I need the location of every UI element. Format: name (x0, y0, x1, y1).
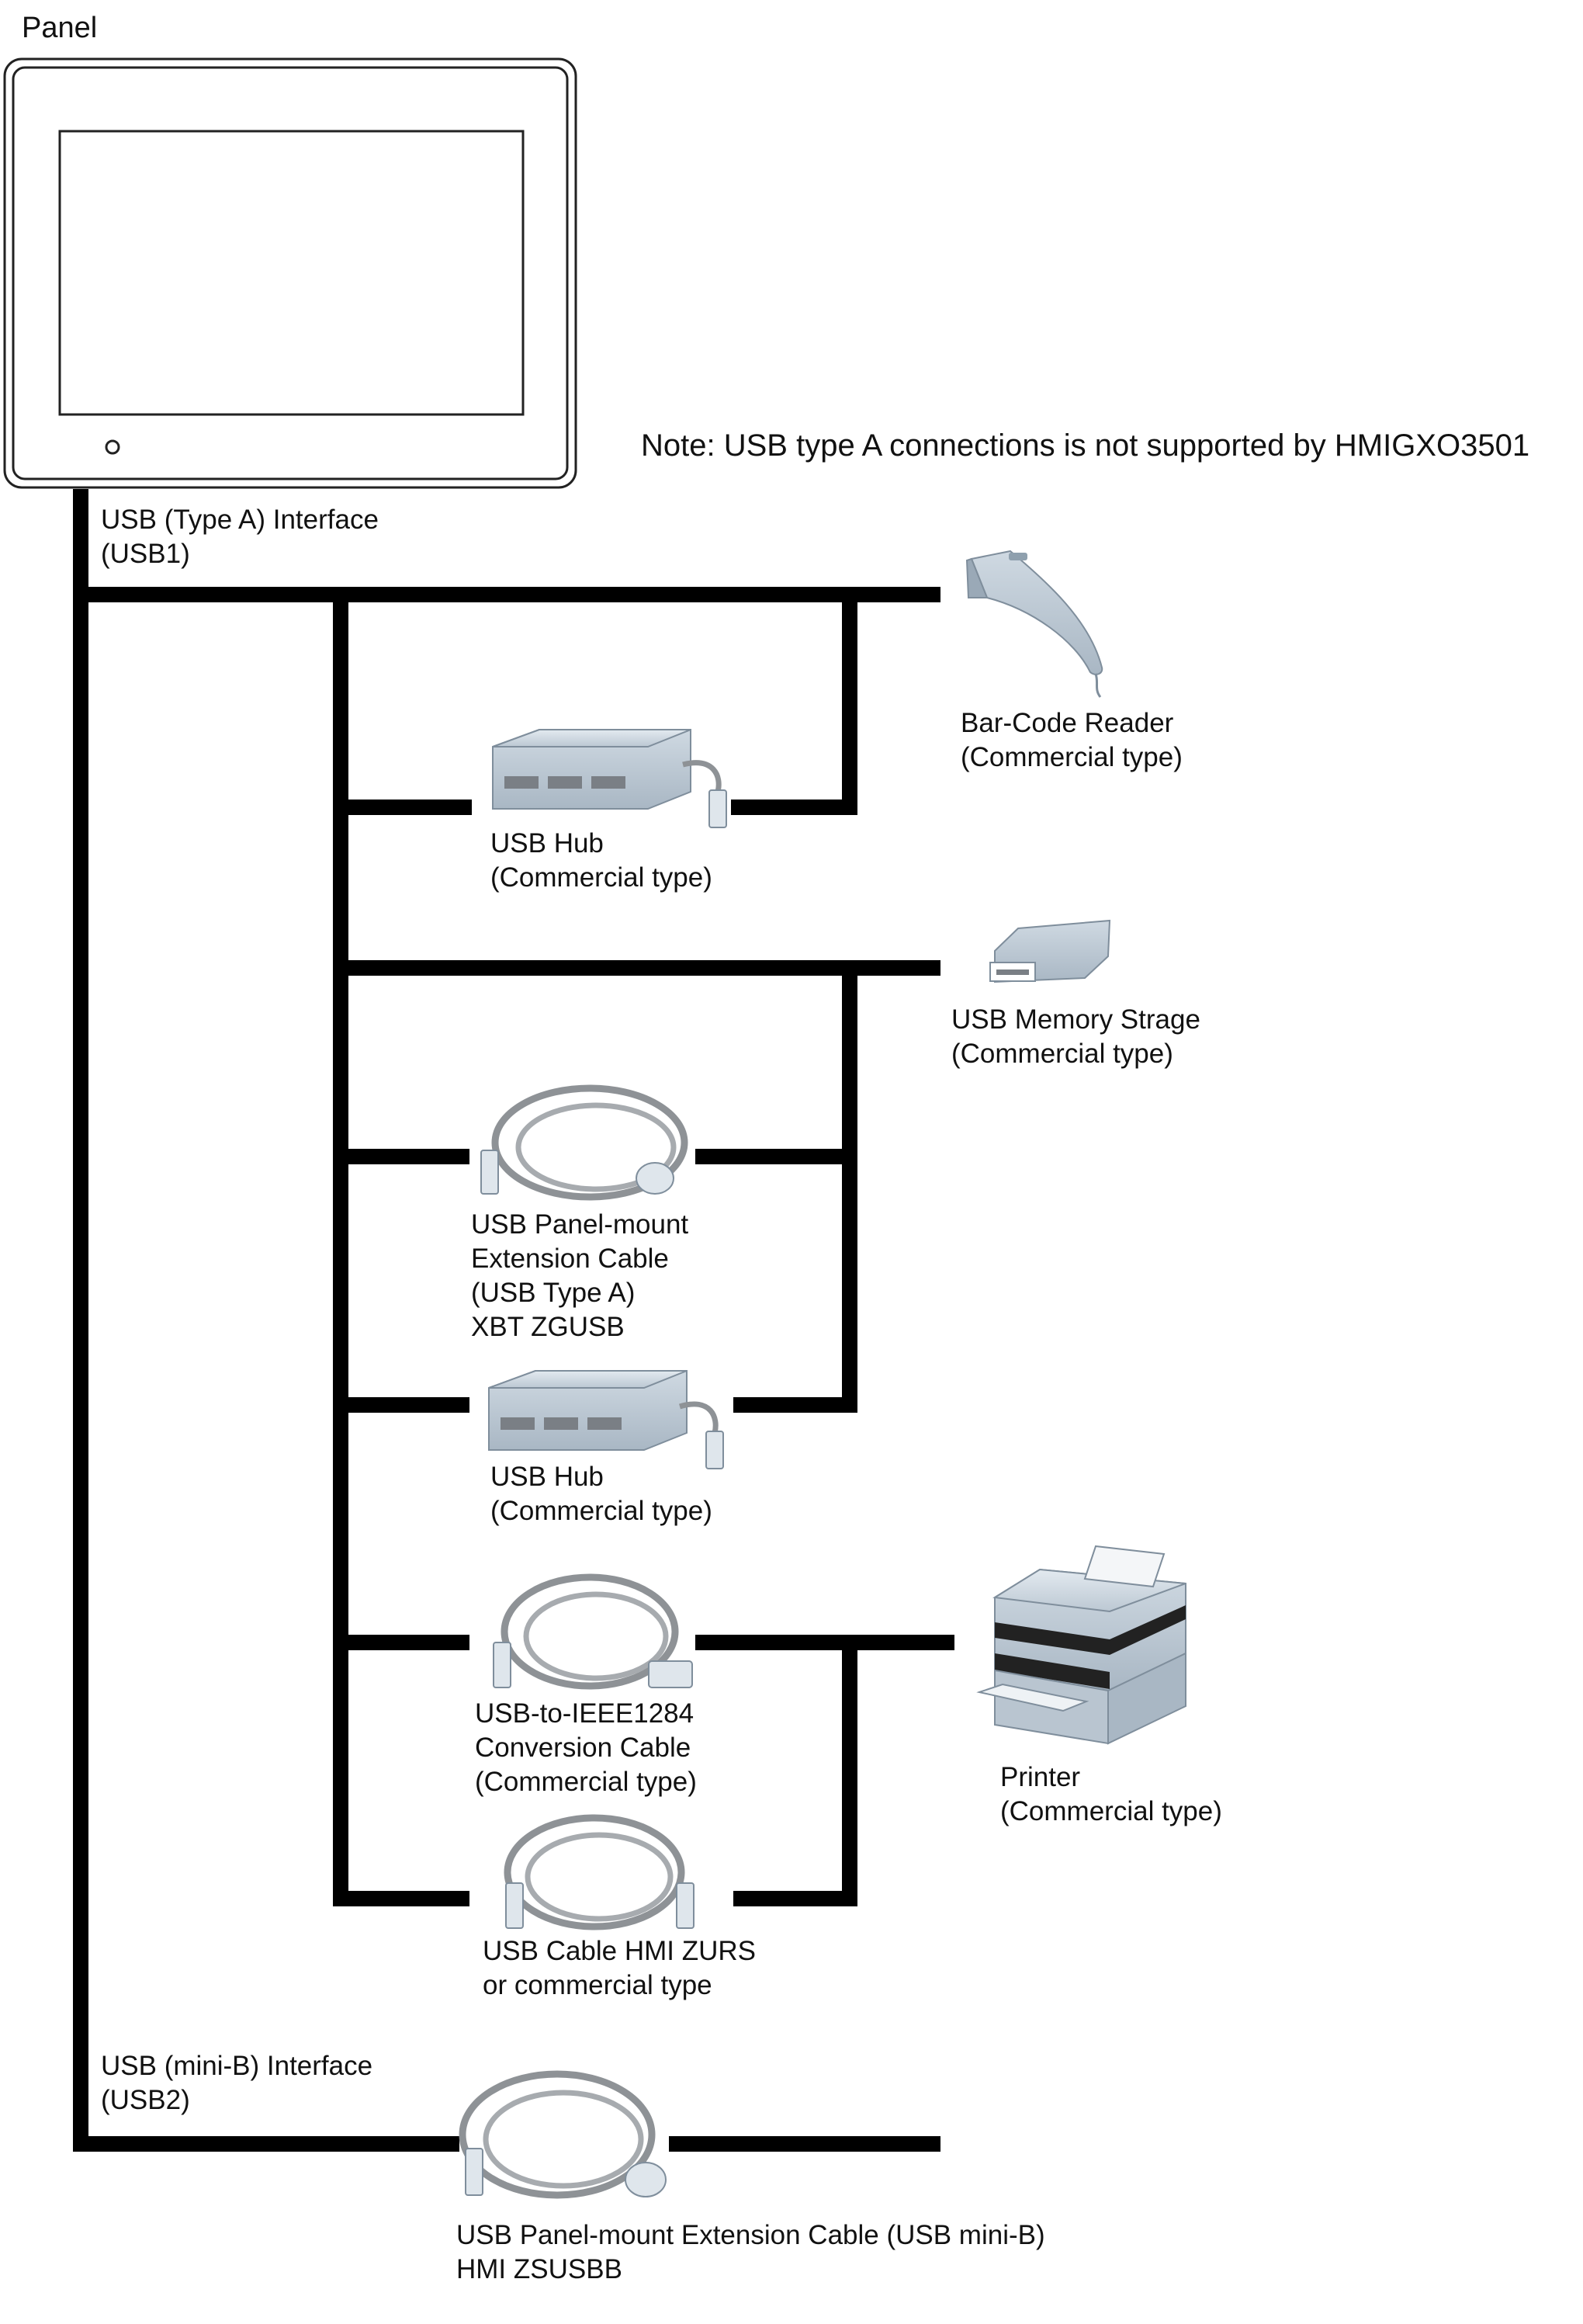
usb-ext-cable-mini-b-label: USB Panel-mount Extension Cable (USB min… (456, 2218, 1045, 2287)
printer-line1: Printer (1000, 1762, 1081, 1792)
ext-mini-line2: HMI ZSUSBB (456, 2254, 622, 2284)
ieee-line2: Conversion Cable (475, 1733, 691, 1763)
usb-ieee1284-cable-label: USB-to-IEEE1284 Conversion Cable (Commer… (475, 1697, 697, 1799)
hub1-line2: (Commercial type) (490, 862, 712, 893)
usb1-line1: USB (Type A) Interface (101, 505, 379, 535)
usb-hub-2-label: USB Hub (Commercial type) (490, 1460, 712, 1528)
barcode-reader-icon (965, 550, 1103, 698)
usb-ext-cable-a-label: USB Panel-mount Extension Cable (USB Typ… (471, 1208, 688, 1344)
usbcable-link (733, 1642, 857, 1906)
usb-memory-icon (989, 919, 1111, 983)
panel-title: Panel (22, 12, 98, 44)
barcode-line1: Bar-Code Reader (961, 708, 1174, 738)
hub2-line1: USB Hub (490, 1462, 604, 1492)
printer-line2: (Commercial type) (1000, 1796, 1222, 1826)
hub2-line2: (Commercial type) (490, 1496, 712, 1526)
ext-mini-line1: USB Panel-mount Extension Cable (USB min… (456, 2220, 1045, 2250)
usb-ieee1284-cable-icon (493, 1573, 693, 1690)
usb-ext-cable-a-icon (480, 1084, 688, 1201)
ieee-line1: USB-to-IEEE1284 (475, 1698, 695, 1729)
panel-screen (58, 130, 525, 416)
connection-lines (73, 489, 954, 2152)
barcode-reader-label: Bar-Code Reader (Commercial type) (961, 706, 1183, 775)
usb1-interface-label: USB (Type A) Interface (USB1) (101, 503, 379, 571)
ext-a-line3: (USB Type A) (471, 1278, 636, 1308)
usb-memory-label: USB Memory Strage (Commercial type) (951, 1003, 1200, 1071)
panel-led (105, 439, 120, 455)
printer-label: Printer (Commercial type) (1000, 1760, 1222, 1829)
usb-hub-icon-1 (492, 729, 727, 828)
memory-line1: USB Memory Strage (951, 1004, 1200, 1035)
ext-a-line1: USB Panel-mount (471, 1209, 689, 1240)
barcode-link (731, 595, 857, 815)
ext-a-line2: Extension Cable (471, 1244, 669, 1274)
memory-line2: (Commercial type) (951, 1039, 1173, 1069)
ieee-line3: (Commercial type) (475, 1767, 697, 1797)
usb1-line2: (USB1) (101, 539, 190, 569)
memory-link (733, 960, 857, 1413)
usb2-interface-label: USB (mini-B) Interface (USB2) (101, 2049, 372, 2118)
usbcable-line1: USB Cable HMI ZURS (483, 1936, 757, 1966)
usb2-line2: (USB2) (101, 2085, 190, 2115)
usb-cable-label: USB Cable HMI ZURS or commercial type (483, 1934, 756, 2003)
hmi-panel (3, 57, 577, 489)
compatibility-note: Note: USB type A connections is not supp… (641, 428, 1530, 463)
usb-hub-icon-2 (488, 1370, 724, 1469)
ext-a-line4: XBT ZGUSB (471, 1312, 625, 1342)
usbcable-line2: or commercial type (483, 1970, 712, 2000)
usb-ext-cable-mini-b-icon (459, 2070, 667, 2199)
barcode-line2: (Commercial type) (961, 742, 1183, 772)
printer-icon (976, 1545, 1186, 1745)
usb-hub-1-label: USB Hub (Commercial type) (490, 827, 712, 895)
usb2-line1: USB (mini-B) Interface (101, 2051, 373, 2081)
usb-cable-icon (504, 1814, 695, 1930)
hub1-line1: USB Hub (490, 828, 604, 858)
